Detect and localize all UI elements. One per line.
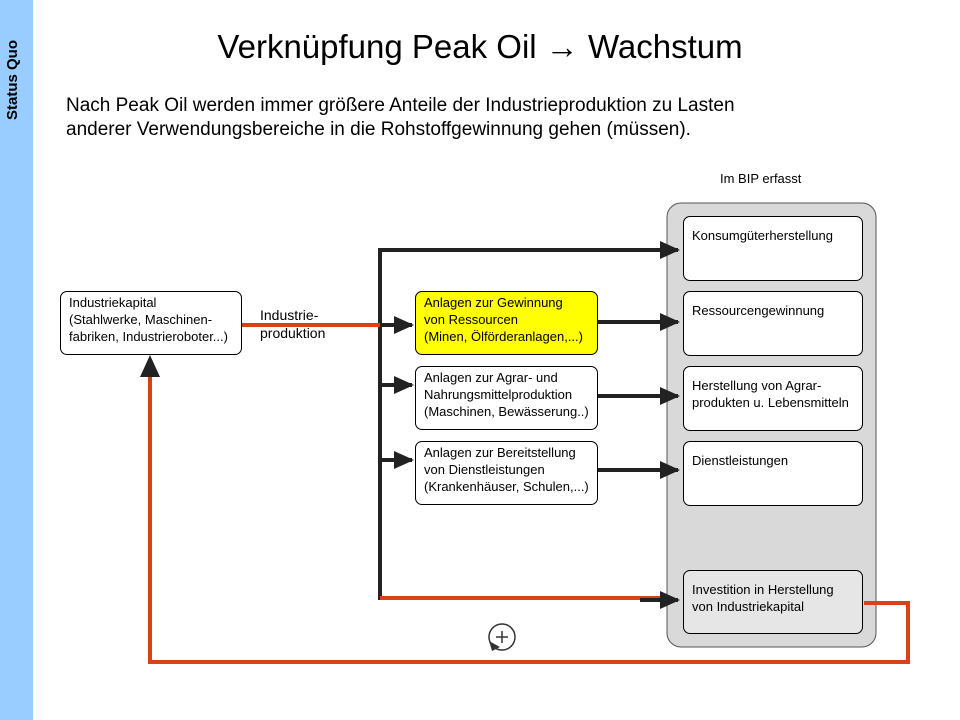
anlagen-agrar-box: Anlagen zur Agrar- und Nahrungsmittelpro…: [415, 366, 598, 430]
page-title: Verknüpfung Peak Oil → Wachstum: [217, 28, 743, 65]
subtitle: Nach Peak Oil werden immer größere Antei…: [66, 94, 926, 142]
bip-label: Im BIP erfasst: [720, 171, 802, 186]
ressourcengewinnung-box: Ressourcengewinnung: [683, 291, 863, 356]
anlagen-dienstleistungen-box: Anlagen zur Bereitstellung von Dienstlei…: [415, 441, 598, 505]
subtitle-line-2: anderer Verwendungsbereiche in die Rohst…: [66, 119, 691, 140]
konsumgueter-box: Konsumgüterherstellung: [683, 216, 863, 281]
feedback-loop: [148, 375, 910, 664]
plus-cycle-icon: [488, 623, 516, 651]
agrarprodukte-box: Herstellung von Agrar- produkten u. Lebe…: [683, 366, 863, 431]
dienstleistungen-box: Dienstleistungen: [683, 441, 863, 506]
arrow-to-konsumgueter: [378, 241, 680, 600]
anlagen-ressourcen-box: Anlagen zur Gewinnung von Ressourcen (Mi…: [415, 291, 598, 355]
sidebar-strip: Status Quo: [0, 0, 33, 720]
arrowhead-up-industriekapital: [140, 355, 160, 377]
subtitle-line-1: Nach Peak Oil werden immer größere Antei…: [66, 95, 735, 116]
industrieproduktion-label: Industrie- produktion: [260, 307, 326, 341]
investition-box: Investition in Herstellung von Industrie…: [683, 570, 863, 634]
industriekapital-box: Industriekapital (Stahlwerke, Maschinen-…: [60, 291, 242, 355]
